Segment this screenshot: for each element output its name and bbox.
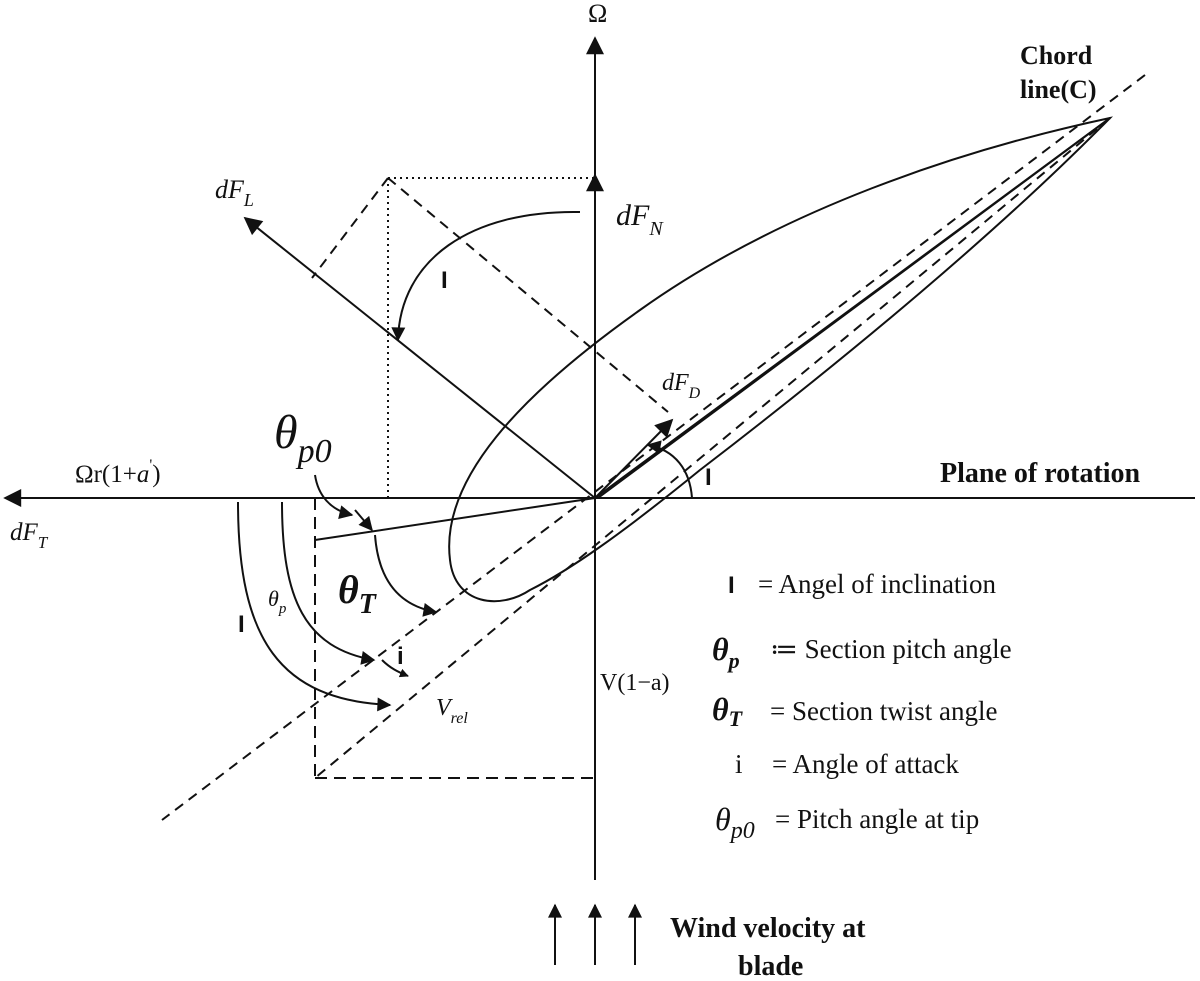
legend-text-attack: = Angle of attack bbox=[772, 749, 959, 779]
inclination-label-right: I bbox=[705, 464, 712, 491]
attack-angle-arc bbox=[381, 659, 409, 678]
resultant-force-dashed-b bbox=[387, 177, 669, 413]
axial-velocity-label: V(1−a) bbox=[600, 670, 670, 696]
pitch-angle-label: θp bbox=[268, 586, 287, 617]
chord-line-label-2: line(C) bbox=[1020, 75, 1097, 104]
omega-r-label: Ωr(1+a') bbox=[75, 457, 161, 488]
legend-symbol-twist: θT bbox=[712, 691, 744, 731]
legend-text-pitch-tip: = Pitch angle at tip bbox=[775, 804, 979, 834]
attack-angle-label: i bbox=[397, 643, 404, 670]
section-chord-line bbox=[314, 497, 596, 541]
inclination-arc-top bbox=[391, 210, 581, 342]
pitch-angle-arc bbox=[281, 501, 376, 665]
drag-force-label: dFD bbox=[662, 370, 701, 402]
airfoil-profile bbox=[448, 116, 1114, 603]
lift-force-label: dFL bbox=[215, 175, 254, 210]
twist-angle-label: θT bbox=[338, 567, 378, 620]
relative-velocity-line bbox=[314, 117, 1111, 779]
legend-symbol-attack: i bbox=[735, 749, 743, 779]
inclination-arc-left bbox=[237, 501, 392, 712]
legend-text-inclination: = Angel of inclination bbox=[758, 569, 996, 599]
wind-label-2: blade bbox=[738, 951, 803, 981]
wind-label-1: Wind velocity at bbox=[670, 913, 866, 944]
inclination-line bbox=[594, 117, 1111, 499]
legend: I = Angel of inclination θp ≔ Section pi… bbox=[712, 569, 1012, 844]
pitch-tip-arc bbox=[314, 474, 354, 520]
twist-angle-arc bbox=[374, 534, 438, 617]
legend-text-pitch: ≔ Section pitch angle bbox=[770, 634, 1012, 664]
plane-of-rotation-label: Plane of rotation bbox=[940, 458, 1141, 489]
omega-label: Ω bbox=[588, 0, 607, 28]
drag-vector bbox=[594, 418, 674, 499]
legend-text-twist: = Section twist angle bbox=[770, 696, 997, 726]
legend-symbol-pitch: θp bbox=[712, 631, 740, 673]
legend-symbol-pitch-tip: θp0 bbox=[715, 801, 755, 844]
resultant-force-dashed-a bbox=[311, 177, 389, 279]
tangential-force-label: dFT bbox=[10, 519, 49, 552]
relative-velocity-label: Vrel bbox=[436, 695, 468, 727]
inclination-arc-right bbox=[646, 440, 693, 499]
pitch-tip-arc-2 bbox=[354, 509, 373, 532]
pitch-tip-angle-label: θp0 bbox=[274, 406, 332, 470]
inclination-label-top: I bbox=[441, 267, 448, 294]
lift-vector bbox=[243, 216, 596, 499]
inclination-label-left: I bbox=[238, 611, 245, 638]
chord-line-label-1: Chord bbox=[1020, 41, 1093, 70]
normal-force-label: dFN bbox=[616, 199, 664, 240]
legend-symbol-inclination: I bbox=[728, 572, 735, 599]
